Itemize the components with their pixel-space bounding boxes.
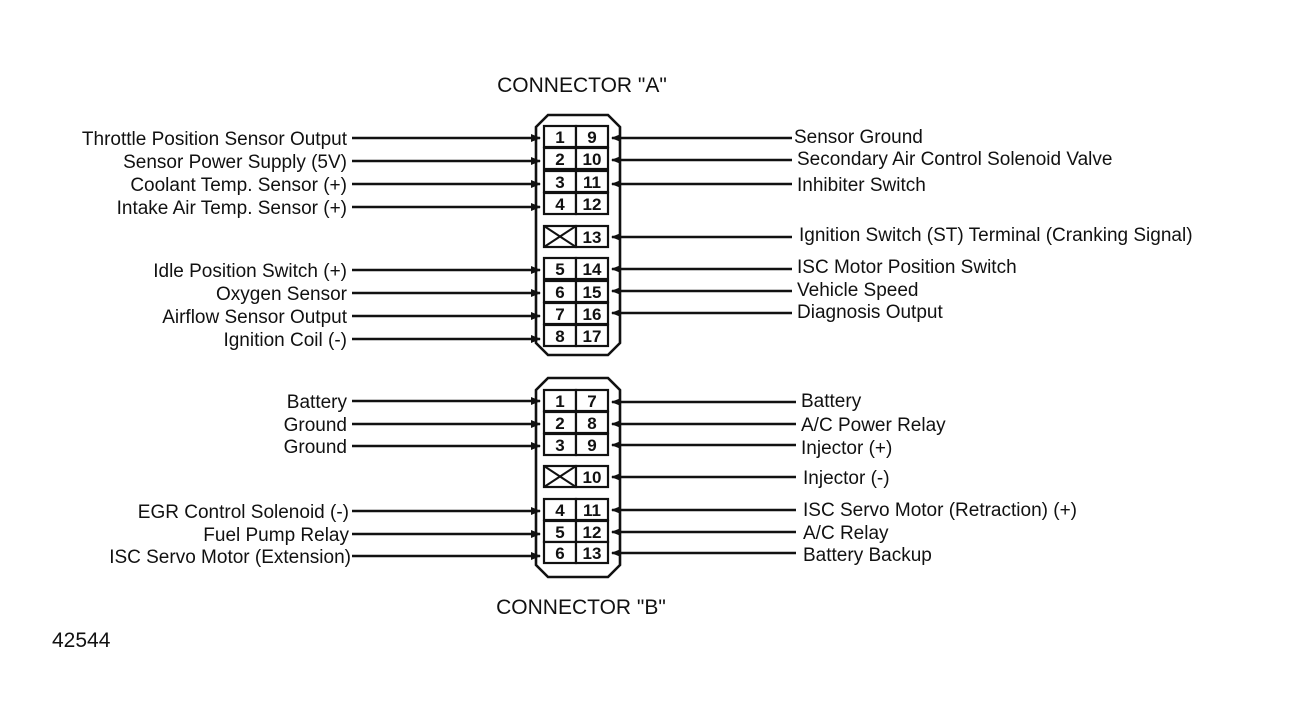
pin-b-10: 10 (583, 468, 602, 487)
pin-b-12: 12 (583, 523, 602, 542)
label-b-pin-4: EGR Control Solenoid (-) (138, 502, 349, 523)
label-a-pin-4: Intake Air Temp. Sensor (+) (117, 198, 347, 219)
pin-a-1: 1 (555, 128, 564, 147)
label-a-pin-1: Throttle Position Sensor Output (82, 129, 348, 150)
connector-b-right-wires (611, 398, 796, 557)
connector-b-title: CONNECTOR "B" (496, 596, 666, 619)
pin-b-2: 2 (555, 414, 564, 433)
pin-b-13: 13 (583, 544, 602, 563)
pin-b-7: 7 (587, 392, 596, 411)
figure-number: 42544 (52, 629, 111, 652)
label-b-pin-10: Injector (-) (803, 468, 890, 489)
connector-a: CONNECTOR "A" 1 2 3 4 5 6 7 8 9 10 (82, 74, 1193, 357)
pin-b-9: 9 (587, 436, 596, 455)
label-b-pin-8: A/C Power Relay (801, 415, 946, 436)
label-a-pin-16: Diagnosis Output (797, 302, 943, 323)
connector-b-cells (542, 388, 610, 565)
connector-b-left-wires (352, 397, 541, 560)
label-a-pin-11: Inhibiter Switch (797, 175, 926, 196)
pin-a-12: 12 (583, 195, 602, 214)
label-b-pin-5: Fuel Pump Relay (203, 525, 349, 546)
pin-b-3: 3 (555, 436, 564, 455)
label-b-pin-9: Injector (+) (801, 438, 892, 459)
pin-a-11: 11 (583, 173, 601, 192)
connector-b: 1 2 3 4 5 6 7 8 9 10 11 12 13 Battery Gr… (109, 376, 1077, 619)
label-a-pin-6: Oxygen Sensor (216, 284, 348, 305)
label-a-pin-5: Idle Position Switch (+) (153, 261, 347, 282)
connector-a-cells (542, 124, 610, 348)
label-a-pin-7: Airflow Sensor Output (162, 307, 348, 328)
pin-b-8: 8 (587, 414, 596, 433)
pin-a-7: 7 (555, 305, 564, 324)
pin-a-14: 14 (583, 260, 602, 279)
pin-b-11: 11 (583, 501, 601, 520)
pin-a-15: 15 (583, 283, 602, 302)
label-b-pin-6: ISC Servo Motor (Extension) (109, 547, 351, 568)
label-b-pin-7: Battery (801, 391, 862, 412)
label-a-pin-13: Ignition Switch (ST) Terminal (Cranking … (799, 225, 1193, 246)
label-a-pin-10: Secondary Air Control Solenoid Valve (797, 149, 1112, 170)
connector-a-title: CONNECTOR "A" (497, 74, 667, 97)
label-b-pin-3: Ground (284, 437, 347, 458)
pin-a-13: 13 (583, 228, 602, 247)
connector-a-housing (534, 113, 622, 357)
label-a-pin-8: Ignition Coil (-) (223, 330, 347, 351)
pin-a-9: 9 (587, 128, 596, 147)
label-b-pin-13: Battery Backup (803, 545, 932, 566)
pin-b-4: 4 (555, 501, 565, 520)
label-b-pin-11: ISC Servo Motor (Retraction) (+) (803, 500, 1077, 521)
pin-b-6: 6 (555, 544, 564, 563)
label-a-pin-9: Sensor Ground (794, 127, 923, 148)
label-a-pin-3: Coolant Temp. Sensor (+) (130, 175, 347, 196)
label-a-pin-14: ISC Motor Position Switch (797, 257, 1017, 278)
label-a-pin-15: Vehicle Speed (797, 280, 919, 301)
pin-a-10: 10 (583, 150, 602, 169)
pin-a-5: 5 (555, 260, 564, 279)
label-a-pin-2: Sensor Power Supply (5V) (123, 152, 347, 173)
label-b-pin-2: Ground (284, 415, 347, 436)
connector-a-left-wires (352, 134, 541, 343)
pin-b-5: 5 (555, 523, 564, 542)
pin-a-17: 17 (583, 327, 602, 346)
pin-a-6: 6 (555, 283, 564, 302)
pin-a-2: 2 (555, 150, 564, 169)
label-b-pin-12: A/C Relay (803, 523, 889, 544)
pin-a-3: 3 (555, 173, 564, 192)
pin-a-8: 8 (555, 327, 564, 346)
label-b-pin-1: Battery (287, 392, 348, 413)
connector-a-right-wires (611, 134, 792, 317)
pin-a-4: 4 (555, 195, 565, 214)
pin-b-1: 1 (555, 392, 564, 411)
pin-a-16: 16 (583, 305, 602, 324)
